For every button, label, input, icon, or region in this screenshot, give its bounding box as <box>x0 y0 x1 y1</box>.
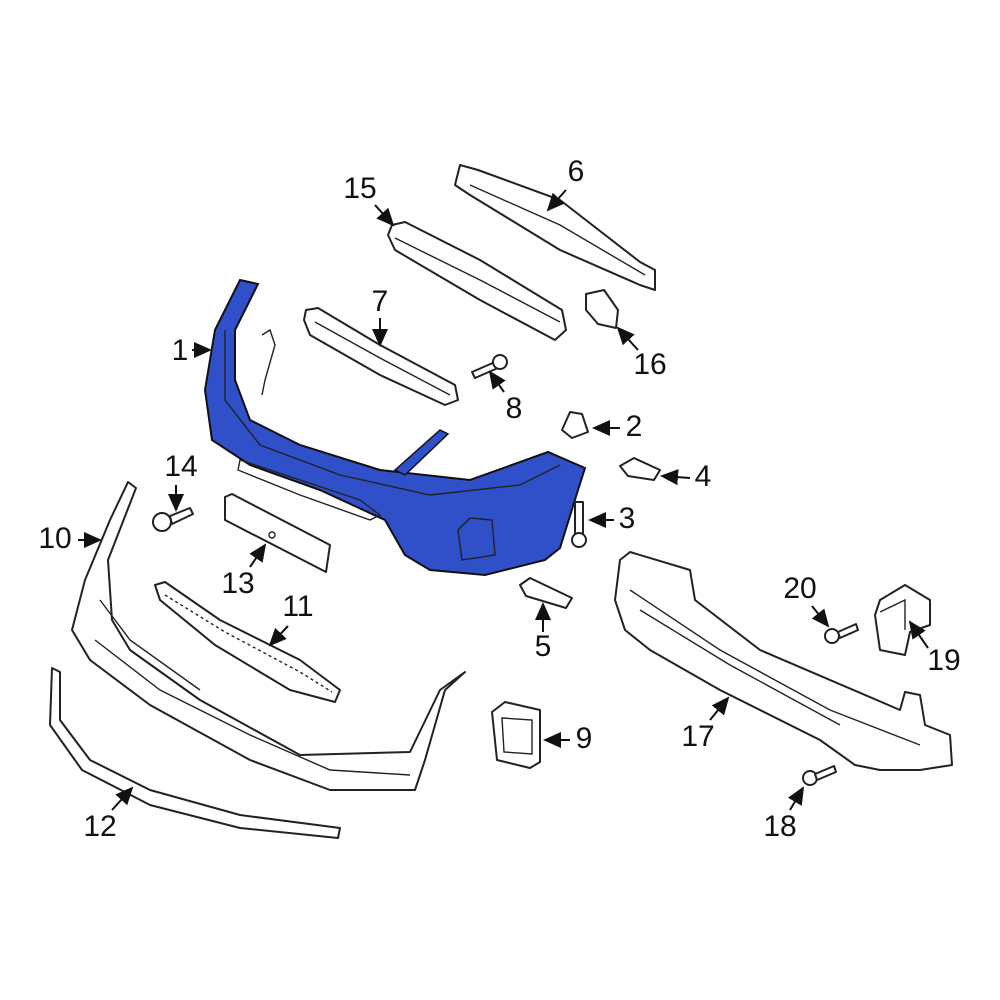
part-18-bolt[interactable] <box>802 765 837 786</box>
callout-arrow-12 <box>111 786 134 811</box>
part-1-bumper-cover[interactable] <box>203 278 587 577</box>
callout-16[interactable]: 16 <box>633 348 666 381</box>
callout-6[interactable]: 6 <box>568 155 585 188</box>
part-9-bezel[interactable] <box>491 701 541 769</box>
callout-7[interactable]: 7 <box>372 285 389 318</box>
callout-arrow-13 <box>249 543 267 568</box>
callout-arrow-11 <box>268 625 289 647</box>
part-6-absorber[interactable] <box>454 164 656 291</box>
callout-arrow-19 <box>908 620 929 649</box>
callout-5[interactable]: 5 <box>535 630 552 663</box>
part-4-bracket[interactable] <box>619 457 661 481</box>
callout-arrow-17 <box>709 696 730 721</box>
part-14-bolt[interactable] <box>152 507 194 532</box>
callout-arrow-18 <box>787 786 805 811</box>
callout-8[interactable]: 8 <box>506 392 523 425</box>
callout-11[interactable]: 11 <box>282 590 313 623</box>
callout-4[interactable]: 4 <box>695 460 712 493</box>
part-5-bracket[interactable] <box>519 577 573 609</box>
callout-12[interactable]: 12 <box>83 810 116 843</box>
part-10-lower-cover[interactable] <box>71 481 466 791</box>
part-17-impact-bar[interactable] <box>614 551 953 771</box>
callout-10[interactable]: 10 <box>38 522 71 555</box>
callout-2[interactable]: 2 <box>626 410 643 443</box>
callout-1[interactable]: 1 <box>172 334 189 367</box>
part-12-molding[interactable] <box>49 667 341 839</box>
part-15-bracket[interactable] <box>387 221 567 341</box>
callout-18[interactable]: 18 <box>763 810 796 843</box>
callout-arrow-8 <box>488 370 506 393</box>
part-8-bolt[interactable] <box>471 354 508 379</box>
callout-arrow-6 <box>546 189 567 212</box>
part-20-bolt[interactable] <box>824 623 859 644</box>
callout-14[interactable]: 14 <box>164 450 197 483</box>
part-7-reinforcement[interactable] <box>303 307 459 406</box>
part-3-bolt[interactable] <box>571 501 587 548</box>
callout-19[interactable]: 19 <box>927 644 960 677</box>
part-19-bracket[interactable] <box>874 584 931 656</box>
callout-13[interactable]: 13 <box>221 567 254 600</box>
callout-9[interactable]: 9 <box>576 722 593 755</box>
part-2-clip[interactable] <box>561 411 589 439</box>
callout-17[interactable]: 17 <box>681 720 714 753</box>
callout-20[interactable]: 20 <box>783 572 816 605</box>
callout-arrow-15 <box>374 204 395 227</box>
part-13-license-bracket[interactable] <box>224 493 331 573</box>
callout-arrow-20 <box>811 605 830 628</box>
callout-arrow-4 <box>660 469 691 486</box>
part-16-pad[interactable] <box>585 289 619 329</box>
callout-arrow-16 <box>616 326 639 351</box>
callout-3[interactable]: 3 <box>619 502 636 535</box>
part-11-grille[interactable] <box>154 581 341 703</box>
callout-15[interactable]: 15 <box>343 172 376 205</box>
